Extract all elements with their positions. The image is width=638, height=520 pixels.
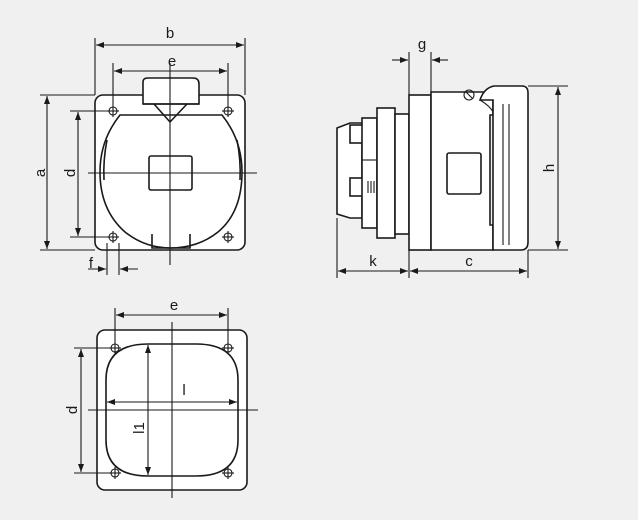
mounting-hole-tr xyxy=(222,105,234,117)
label-b: b xyxy=(166,25,174,42)
cutout-opening xyxy=(105,343,239,477)
label-c: c xyxy=(465,253,473,270)
dim-c: c xyxy=(410,250,529,278)
cutout-hole-tr xyxy=(222,342,234,354)
label-k: k xyxy=(369,253,377,270)
label-l1: l1 xyxy=(131,422,148,434)
label-l: l xyxy=(182,382,185,399)
dim-a: a xyxy=(32,94,95,251)
label-h: h xyxy=(541,164,558,172)
mounting-hole-br xyxy=(222,231,234,243)
mounting-hole-bl xyxy=(107,231,119,243)
dim-f: f xyxy=(88,243,138,275)
dim-e-top: e xyxy=(112,53,229,105)
dim-g: g xyxy=(392,36,448,95)
cutout-view xyxy=(88,322,258,498)
hinge-cap xyxy=(142,77,200,105)
label-f: f xyxy=(89,255,94,272)
front-view xyxy=(88,63,257,265)
dim-d-cutout: d xyxy=(64,347,109,474)
cutout-hole-bl xyxy=(109,467,121,479)
label-g: g xyxy=(418,36,426,53)
dim-d-front: d xyxy=(62,110,107,238)
dim-b: b xyxy=(94,25,246,95)
cutout-hole-br xyxy=(222,467,234,479)
dim-k: k xyxy=(336,218,410,278)
screw-head xyxy=(463,89,475,101)
label-d-front: d xyxy=(62,169,79,177)
cutout-hole-tl xyxy=(109,342,121,354)
label-e-top: e xyxy=(168,53,176,70)
dim-l1: l1 xyxy=(131,345,151,475)
dim-e-cutout: e xyxy=(114,297,229,342)
dim-l: l xyxy=(107,382,237,405)
side-window xyxy=(446,152,482,195)
label-e-cutout: e xyxy=(170,297,178,314)
side-view xyxy=(336,85,529,251)
label-d-cutout: d xyxy=(64,406,81,414)
dim-h: h xyxy=(528,85,568,251)
mounting-hole-tl xyxy=(107,105,119,117)
label-a: a xyxy=(32,168,49,177)
